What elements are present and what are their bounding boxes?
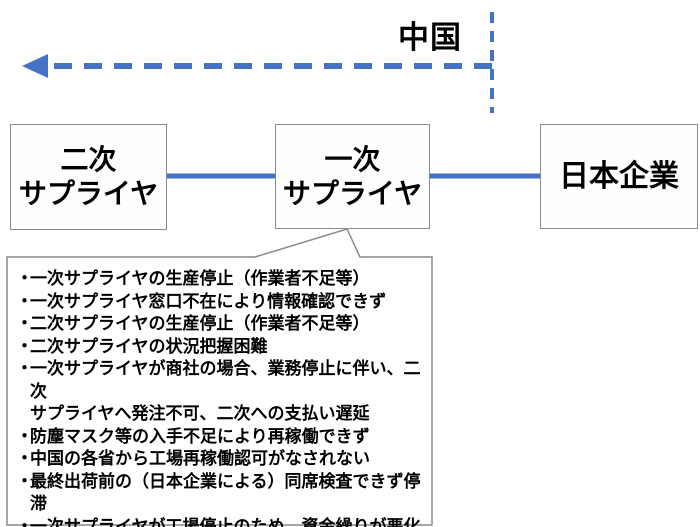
callout-item: ・ 一次サプライヤ窓口不在により情報確認できず bbox=[16, 291, 426, 314]
bullet-marker: ・ bbox=[16, 269, 33, 288]
callout-item: ・ 一次サプライヤが工場停止のため、資金繰りが悪化し、 工員不足、二次サプライヤ… bbox=[16, 516, 426, 527]
node-primary-supplier: 一次 サプライヤ bbox=[275, 124, 430, 229]
bullet-marker: ・ bbox=[16, 359, 33, 378]
node-japanese-company-label: 日本企業 bbox=[559, 159, 679, 193]
bullet-marker: ・ bbox=[16, 314, 33, 333]
bullet-marker: ・ bbox=[16, 516, 33, 527]
bullet-marker: ・ bbox=[16, 336, 33, 356]
bullet-marker: ・ bbox=[16, 471, 33, 491]
callout-item-text: 二次サプライヤの生産停止（作業者不足等） bbox=[30, 314, 370, 333]
node-primary-supplier-label: 一次 サプライヤ bbox=[282, 143, 423, 209]
callout-item: ・ 中国の各省から工場再稼働認可がなされない bbox=[16, 448, 426, 471]
callout-item-text: 中国の各省から工場再稼働認可がなされない bbox=[30, 449, 370, 468]
callout-item-text: 一次サプライヤ窓口不在により情報確認できず bbox=[30, 291, 387, 311]
callout-bubble bbox=[6, 228, 433, 526]
callout-issue-list: ・ 一次サプライヤの生産停止（作業者不足等） ・ 一次サプライヤ窓口不在により情… bbox=[16, 268, 426, 527]
node-japanese-company: 日本企業 bbox=[540, 124, 698, 229]
callout-item-text: 一次サプライヤが商社の場合、業務停止に伴い、二次 サプライヤへ発注不可、二次への… bbox=[30, 359, 421, 423]
callout-item: ・ 最終出荷前の（日本企業による）同席検査できず停滞 bbox=[16, 471, 426, 516]
callout-item-text: 防塵マスク等の入手不足により再稼働できず bbox=[30, 426, 370, 446]
china-region-label: 中国 bbox=[398, 20, 462, 55]
callout-item: ・ 一次サプライヤの生産停止（作業者不足等） bbox=[16, 268, 426, 291]
bullet-marker: ・ bbox=[16, 426, 33, 446]
callout-item: ・ 二次サプライヤの生産停止（作業者不足等） bbox=[16, 313, 426, 336]
node-secondary-supplier: 二次 サプライヤ bbox=[10, 124, 167, 230]
callout-item-text: 一次サプライヤが工場停止のため、資金繰りが悪化し、 工員不足、二次サプライヤへ注… bbox=[30, 516, 421, 527]
left-arrowhead-icon bbox=[22, 54, 48, 78]
callout-item-text: 最終出荷前の（日本企業による）同席検査できず停滞 bbox=[30, 471, 421, 514]
callout-item: ・ 一次サプライヤが商社の場合、業務停止に伴い、二次 サプライヤへ発注不可、二次… bbox=[16, 358, 426, 426]
callout-item: ・ 防塵マスク等の入手不足により再稼働できず bbox=[16, 426, 426, 449]
callout-item-text: 二次サプライヤの状況把握困難 bbox=[30, 336, 268, 356]
bullet-marker: ・ bbox=[16, 291, 33, 311]
node-secondary-supplier-label: 二次 サプライヤ bbox=[18, 144, 159, 209]
callout-item-text: 一次サプライヤの生産停止（作業者不足等） bbox=[30, 269, 370, 288]
callout-item: ・ 二次サプライヤの状況把握困難 bbox=[16, 336, 426, 359]
bullet-marker: ・ bbox=[16, 449, 33, 468]
